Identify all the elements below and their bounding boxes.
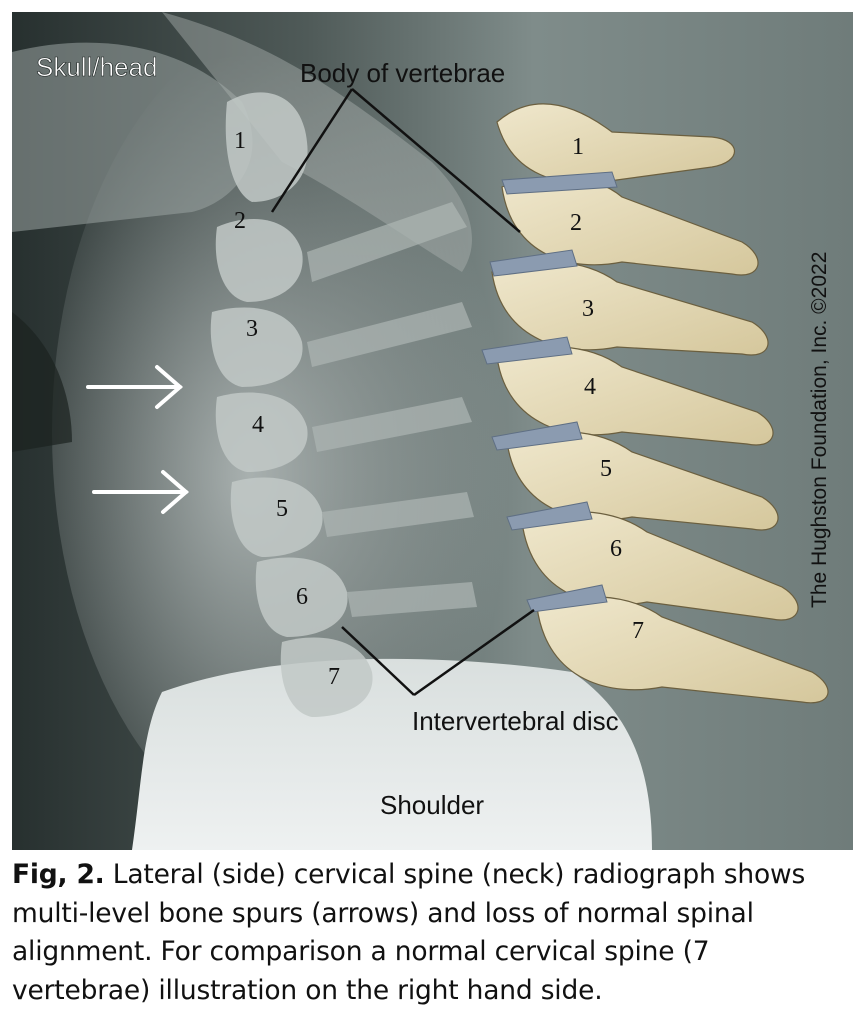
shoulder-label: Shoulder	[380, 790, 484, 820]
xray-vertebra-number: 2	[234, 208, 246, 234]
copyright-notice: The Hughston Foundation, Inc. ©2022	[808, 252, 831, 608]
illustration-vertebra-number: 7	[632, 618, 644, 644]
bone-spur-arrow-2	[92, 470, 190, 514]
illustration-discs	[481, 171, 618, 613]
illustration-vertebra-1	[496, 103, 736, 184]
xray-vertebra-number: 6	[296, 584, 308, 610]
caption-figure-label: Fig, 2.	[12, 859, 105, 890]
bone-spur-arrow-1	[86, 365, 184, 409]
xray-vertebra-number: 1	[234, 128, 246, 154]
xray-vertebra-number: 7	[328, 664, 340, 690]
shoulder-region	[132, 658, 652, 850]
body-of-vertebrae-pointer	[270, 88, 521, 233]
skull-head-label: Skull/head	[36, 52, 157, 82]
xray-spine	[210, 92, 373, 717]
xray-vertebra-number: 5	[276, 496, 288, 522]
xray-vertebra-number: 3	[246, 316, 258, 342]
body-of-vertebrae-label: Body of vertebrae	[300, 58, 505, 88]
caption-text: Lateral (side) cervical spine (neck) rad…	[12, 859, 806, 1006]
illustration-vertebra-number: 3	[582, 296, 594, 322]
illustration-vertebra-number: 4	[584, 374, 596, 400]
illustration-vertebra-number: 6	[610, 536, 622, 562]
figure-panel: Skull/head Body of vertebrae Interverteb…	[12, 12, 853, 850]
airway-shadow	[12, 312, 72, 452]
illustration-vertebra-number: 5	[600, 456, 612, 482]
illustration-vertebra-number: 1	[572, 134, 584, 160]
intervertebral-disc-label: Intervertebral disc	[412, 706, 619, 736]
skull-shadow	[12, 42, 253, 233]
xray-vertebra-number: 4	[252, 412, 264, 438]
spine-illustration	[491, 103, 829, 704]
intervertebral-disc-pointer	[341, 608, 535, 697]
xray-posterior-elements	[307, 202, 477, 617]
figure-caption: Fig, 2. Lateral (side) cervical spine (n…	[12, 856, 853, 1010]
illustration-vertebra-number: 2	[570, 210, 582, 236]
